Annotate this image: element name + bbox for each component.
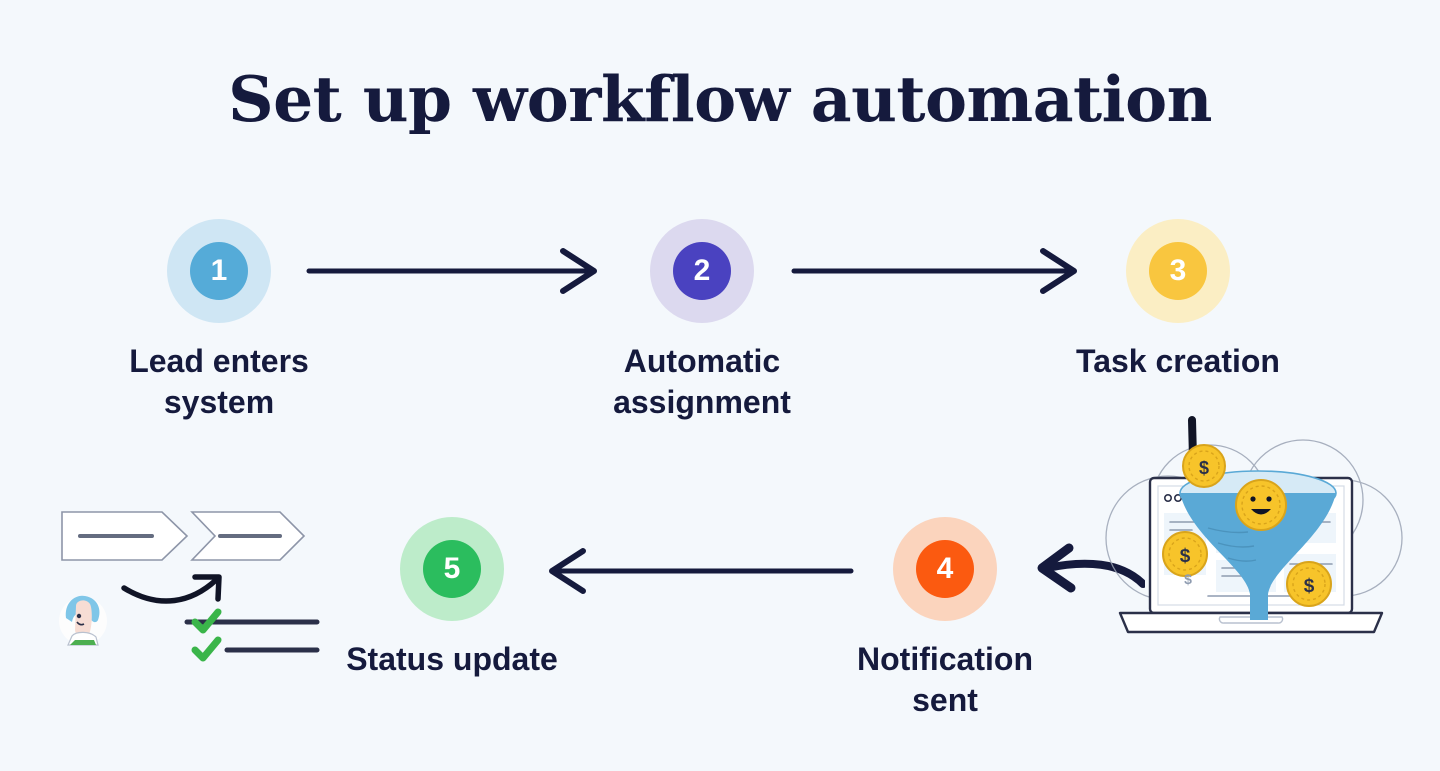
step-3-label: Task creation <box>1076 343 1280 379</box>
step-4-label: Notification sent <box>857 641 1033 718</box>
step-node-5[interactable]: 5 Status update <box>342 517 562 680</box>
step-node-3[interactable]: 3 Task creation <box>1068 219 1288 382</box>
step-1-halo: 1 <box>167 219 271 323</box>
step-4-number: 4 <box>936 552 954 585</box>
svg-text:$: $ <box>1180 546 1191 567</box>
step-1-label: Lead enters system <box>129 343 309 420</box>
step-4-halo: 4 <box>893 517 997 621</box>
arrow-step2-to-step3 <box>791 248 1077 294</box>
pipeline-checklist-illustration <box>59 511 320 662</box>
curved-arrow-icon <box>121 574 222 604</box>
arrow-step4-to-step5 <box>549 548 854 594</box>
step-node-1[interactable]: 1 Lead enters system <box>109 219 329 423</box>
pipeline-stage-box-2 <box>190 511 306 561</box>
laptop-sales-funnel-illustration: $ $ $ $ <box>1105 416 1403 634</box>
step-2-halo: 2 <box>650 219 754 323</box>
step-3-bubble: 3 <box>1149 242 1207 300</box>
pipeline-stage-box-1 <box>61 511 189 561</box>
step-4-bubble: 4 <box>916 540 974 598</box>
arrow-step1-to-step2 <box>306 248 597 294</box>
checklist-item-2 <box>191 636 320 662</box>
step-1-number: 1 <box>210 254 228 287</box>
step-2-bubble: 2 <box>673 242 731 300</box>
coin-left: $ $ <box>1162 531 1208 587</box>
svg-text:$: $ <box>1199 458 1209 478</box>
step-node-2[interactable]: 2 Automatic assignment <box>592 219 812 423</box>
svg-text:$: $ <box>1184 571 1192 587</box>
step-2-number: 2 <box>693 254 711 287</box>
step-5-number: 5 <box>443 552 461 585</box>
step-5-bubble: 5 <box>423 540 481 598</box>
step-3-number: 3 <box>1169 254 1187 287</box>
page-title: Set up workflow automation <box>228 62 1212 136</box>
step-5-halo: 5 <box>400 517 504 621</box>
svg-text:$: $ <box>1304 576 1315 597</box>
step-3-halo: 3 <box>1126 219 1230 323</box>
coin-right: $ <box>1286 561 1332 607</box>
checklist-item-1 <box>191 608 320 634</box>
coin-smiley <box>1235 479 1287 531</box>
step-1-bubble: 1 <box>190 242 248 300</box>
avatar <box>59 595 107 646</box>
step-2-label: Automatic assignment <box>613 343 791 420</box>
step-5-label: Status update <box>346 641 558 677</box>
arrow-step3-to-step4 <box>1037 543 1145 593</box>
step-node-4[interactable]: 4 Notification sent <box>835 517 1055 721</box>
coin-top-left: $ <box>1182 444 1226 488</box>
